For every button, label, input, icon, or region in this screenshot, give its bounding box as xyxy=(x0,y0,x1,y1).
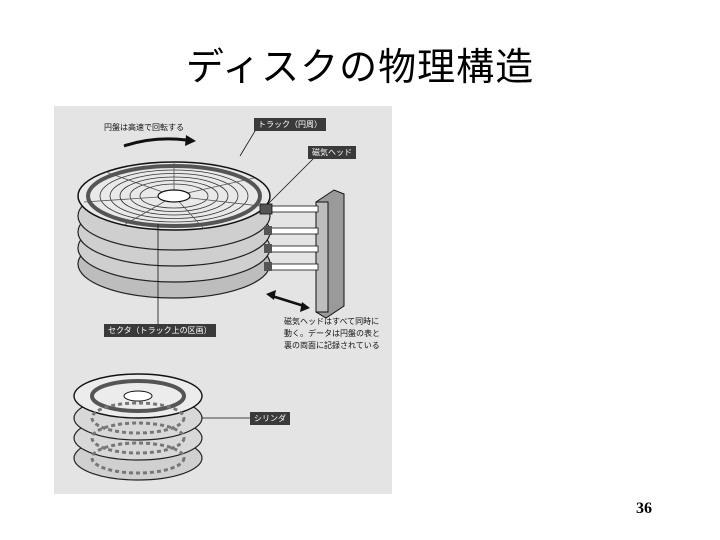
head-note-line: 磁気ヘッドはすべて同時に xyxy=(284,317,380,326)
page-number: 36 xyxy=(636,500,652,517)
head-note: 磁気ヘッドはすべて同時に 動く。データは円盤の表と 裏の両面に記録されている xyxy=(284,316,380,352)
sector-label: セクタ（トラック上の区画） xyxy=(104,324,216,337)
disk-structure-figure: 円盤は高速で回転する トラック（円周） 磁気ヘッド セクタ（トラック上の区画） … xyxy=(54,106,392,494)
cylinder-stack xyxy=(73,373,203,481)
slide-title: ディスクの物理構造 xyxy=(185,45,535,89)
disk-illustration xyxy=(73,125,345,481)
head-label: 磁気ヘッド xyxy=(308,146,356,159)
platter-stack xyxy=(77,161,271,299)
head-actuator xyxy=(259,189,345,319)
head-move-arrow-icon xyxy=(266,290,310,312)
rotation-arrow-icon xyxy=(123,137,187,148)
head-note-line: 裏の両面に記録されている xyxy=(284,341,380,350)
rotation-label: 円盤は高速で回転する xyxy=(104,123,184,132)
track-label: トラック（円周） xyxy=(254,118,326,131)
cylinder-label: シリンダ xyxy=(250,412,290,425)
head-note-line: 動く。データは円盤の表と xyxy=(284,329,380,338)
